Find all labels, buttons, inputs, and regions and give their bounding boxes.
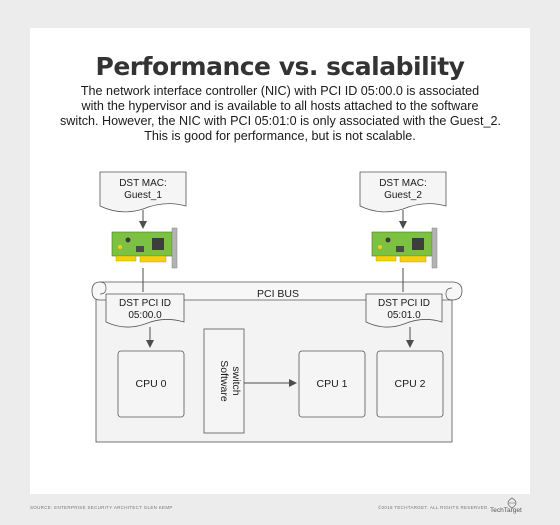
cpu2-box — [376, 350, 444, 418]
techtarget-logo: TechTarget — [490, 496, 534, 516]
nic-card-left-icon — [111, 227, 178, 269]
software-switch-box — [203, 328, 245, 434]
page-title: Performance vs. scalability — [95, 52, 465, 81]
copyright-note: ©2018 TECHTARGET. ALL RIGHTS RESERVED. — [378, 505, 490, 510]
dst-mac-guest2-value: Guest_2 — [384, 190, 422, 201]
software-switch-label-line1: Software — [218, 360, 230, 402]
cpu0-label: CPU 0 — [136, 378, 167, 390]
dst-pci-right-label: DST PCI ID — [378, 298, 430, 309]
cpu1-label: CPU 1 — [317, 378, 348, 390]
dst-mac-guest1-box: DST MAC: Guest_1 — [99, 171, 187, 213]
dst-pci-left-value: 05:00.0 — [128, 310, 162, 321]
dst-mac-guest1-value: Guest_1 — [124, 190, 162, 201]
description-line: switch. However, the NIC with PCI 05:01:… — [60, 114, 501, 128]
description-line: with the hypervisor and is available to … — [81, 99, 479, 113]
source-note: SOURCE: ENTERPRISE SECURITY ARCHITECT GL… — [30, 505, 173, 510]
description-line: The network interface controller (NIC) w… — [80, 84, 480, 98]
cpu2-label: CPU 2 — [395, 378, 426, 390]
pci-bus-label: PCI BUS — [257, 288, 299, 300]
dst-pci-right-value: 05:01.0 — [387, 310, 421, 321]
description-line: This is good for performance, but is not… — [144, 129, 416, 143]
software-switch-label-line2: switch — [230, 366, 242, 395]
logo-text: TechTarget — [490, 507, 522, 514]
dst-pci-right-box: DST PCI ID 05:01.0 — [365, 293, 443, 328]
dst-pci-left-box: DST PCI ID 05:00.0 — [105, 293, 185, 328]
dst-mac-guest2-label: DST MAC: — [379, 178, 427, 189]
nic-card-right-icon — [371, 227, 438, 269]
cpu0-box — [117, 350, 185, 418]
dst-pci-left-label: DST PCI ID — [119, 298, 171, 309]
dst-mac-guest2-box: DST MAC: Guest_2 — [359, 171, 447, 213]
logo-mark-icon — [507, 497, 517, 509]
dst-mac-guest1-label: DST MAC: — [119, 178, 167, 189]
description: The network interface controller (NIC) w… — [60, 84, 501, 144]
cpu1-box — [298, 350, 366, 418]
